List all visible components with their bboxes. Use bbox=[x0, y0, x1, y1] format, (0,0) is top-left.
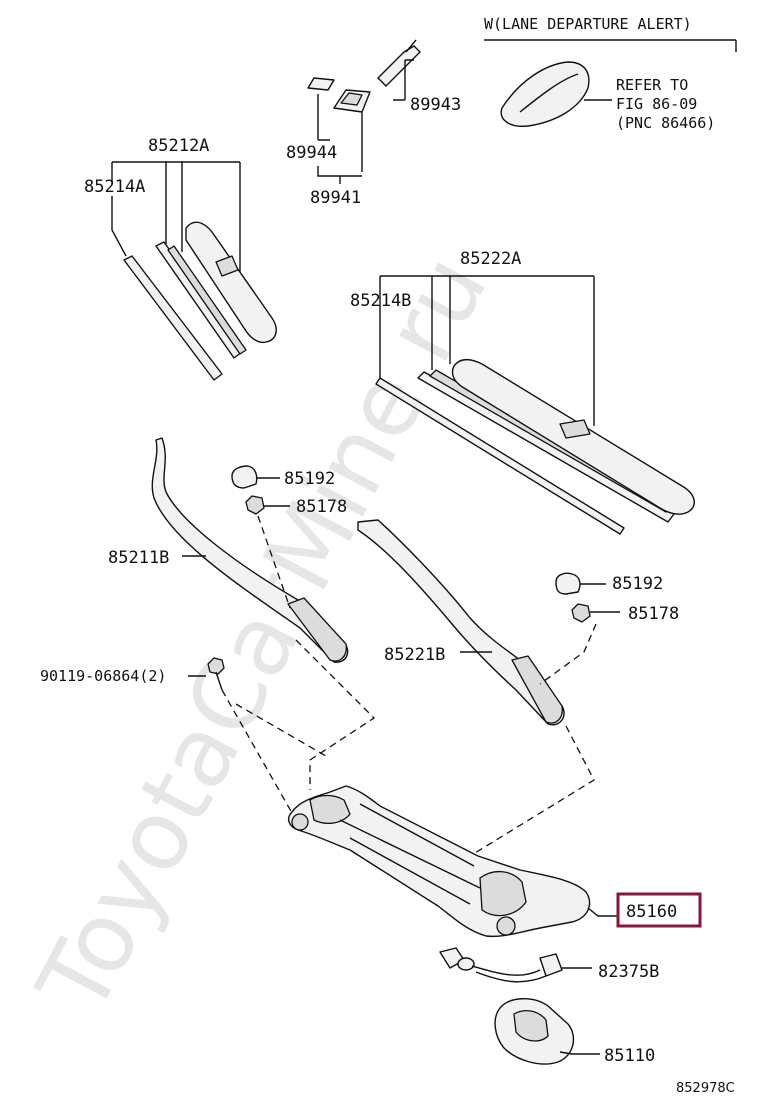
part-label-85212A: 85212A bbox=[148, 136, 209, 156]
part-label-89943: 89943 bbox=[410, 95, 461, 115]
watermark: ToyotaCarMine.ru bbox=[16, 238, 509, 1032]
clip-pin-icon bbox=[377, 45, 421, 87]
left-arm-group: 85192 85178 85211B bbox=[108, 437, 349, 663]
drawing-code: 852978C bbox=[676, 1081, 735, 1096]
part-label-90119-06864: 90119-06864(2) bbox=[40, 667, 166, 685]
option-note-title: W(LANE DEPARTURE ALERT) bbox=[484, 15, 692, 33]
part-label-85178-left: 85178 bbox=[296, 497, 347, 517]
highlight-box-85160 bbox=[616, 892, 702, 928]
bolt-group: 90119-06864(2) bbox=[40, 657, 327, 821]
part-label-85178-right: 85178 bbox=[628, 604, 679, 624]
blade-left-icon bbox=[185, 221, 277, 344]
right-blade-group: 85222A 85214B bbox=[350, 249, 695, 535]
part-label-85222A: 85222A bbox=[460, 249, 521, 269]
nut-right-icon bbox=[571, 603, 591, 623]
refer-line-3: (PNC 86466) bbox=[616, 114, 715, 132]
cap-right-icon bbox=[555, 572, 581, 595]
camera-cover-icon bbox=[500, 61, 590, 127]
part-label-85192-right: 85192 bbox=[612, 574, 663, 594]
part-label-82375B: 82375B bbox=[598, 962, 659, 982]
motor-group: 85110 bbox=[494, 998, 655, 1066]
part-label-85211B: 85211B bbox=[108, 548, 169, 568]
harness-group: 82375B bbox=[439, 947, 659, 983]
part-label-85214B: 85214B bbox=[350, 291, 411, 311]
cap-left-icon bbox=[231, 465, 258, 489]
linkage-group: 85160 bbox=[287, 639, 702, 938]
part-label-89944: 89944 bbox=[286, 143, 337, 163]
blade-rubber-right-icon bbox=[375, 377, 625, 535]
left-blade-group: 85212A 85214A bbox=[84, 136, 277, 381]
part-label-85192-left: 85192 bbox=[284, 469, 335, 489]
harness-connector-right-icon bbox=[539, 953, 563, 977]
part-label-85160[interactable]: 85160 bbox=[626, 902, 677, 922]
clip-tab-icon bbox=[307, 77, 335, 91]
part-label-85110: 85110 bbox=[604, 1046, 655, 1066]
part-label-89941: 89941 bbox=[310, 188, 361, 208]
pivot-left-icon bbox=[291, 813, 309, 831]
refer-line-1: REFER TO bbox=[616, 76, 688, 94]
part-label-85221B: 85221B bbox=[384, 645, 445, 665]
part-label-85214A: 85214A bbox=[84, 177, 145, 197]
lane-departure-group: W(LANE DEPARTURE ALERT) REFER TO FIG 86-… bbox=[484, 15, 737, 132]
right-arm-group: 85192 85178 85221B bbox=[357, 519, 679, 726]
clip-group: 89943 89944 89941 bbox=[286, 39, 461, 208]
blade-frame-right-icon bbox=[417, 371, 675, 523]
refer-line-2: FIG 86-09 bbox=[616, 95, 697, 113]
blade-rubber-left-icon bbox=[123, 255, 223, 381]
bolt-icon bbox=[207, 657, 225, 675]
pivot-right-icon bbox=[496, 916, 516, 936]
wiper-arm-right-icon bbox=[357, 519, 565, 726]
nut-left-icon bbox=[245, 495, 265, 515]
